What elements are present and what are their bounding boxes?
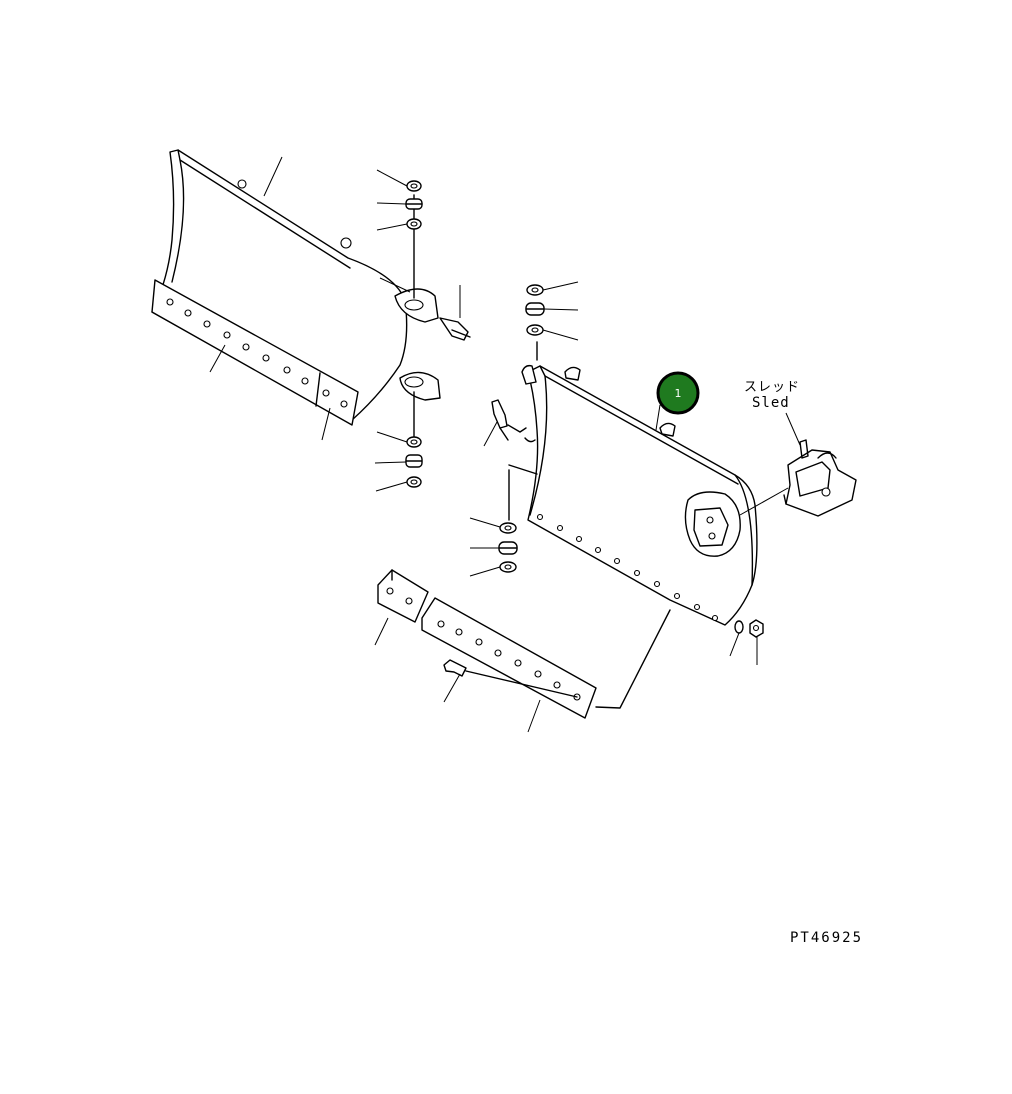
edge-nut-hardware: [734, 619, 764, 638]
right-moldboard-holes: [536, 513, 719, 622]
left-blade-assembly: [151, 149, 471, 426]
cutting-edge: [421, 597, 597, 719]
sled-label-japanese: スレッド: [744, 380, 801, 395]
left-hinge-hardware: [405, 180, 423, 488]
left-grease-fitting: [439, 317, 469, 341]
sled-body: [785, 449, 857, 517]
right-upper-hardware: [525, 284, 545, 336]
sled-label-english: Sled: [752, 395, 790, 411]
plow-bolt: [443, 659, 467, 677]
drawing-number: PT46925: [790, 930, 864, 946]
right-top-lug: [521, 364, 537, 385]
left-cutting-edge: [151, 279, 359, 426]
right-top-lug: [564, 366, 581, 381]
left-moldboard: [151, 149, 408, 421]
leader-lines: [209, 156, 801, 733]
left-cutting-edge-holes: [166, 298, 348, 408]
exploded-cutting-edges: [377, 569, 671, 719]
right-lower-hardware: [498, 522, 518, 573]
callout-badge-1[interactable]: 1: [656, 371, 700, 415]
right-top-lug: [659, 422, 676, 437]
callout-number: 1: [675, 387, 682, 400]
right-blade-assembly: [491, 341, 758, 626]
cutting-edge-holes: [437, 620, 581, 701]
lock-washer: [734, 620, 744, 634]
right-side-bracket: [684, 491, 741, 557]
sled-part: [739, 439, 857, 517]
end-bit: [377, 569, 429, 623]
right-moldboard: [527, 365, 758, 626]
right-grease-fitting: [491, 399, 508, 429]
